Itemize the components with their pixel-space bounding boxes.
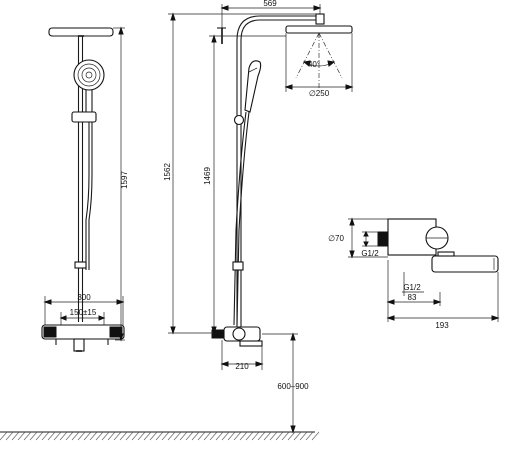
front-thermostatic-mixer bbox=[41, 324, 125, 352]
side-hose bbox=[233, 111, 250, 326]
hatch-line bbox=[119, 431, 128, 441]
side-view: 40° ∅250 569 bbox=[163, 0, 354, 434]
hatch-line bbox=[215, 431, 224, 441]
side-spray-angle: 40° bbox=[295, 32, 343, 88]
hatch-line bbox=[65, 431, 74, 441]
hatch-line bbox=[233, 431, 242, 441]
front-overhead-shower-head bbox=[48, 27, 114, 37]
hatch-line bbox=[179, 431, 188, 441]
hatch-line bbox=[161, 431, 170, 441]
mixer-detail-view: ∅70 G1/2 G1/2 83 bbox=[328, 217, 500, 330]
hatch-line bbox=[143, 431, 152, 441]
dim-head-diameter: ∅250 bbox=[284, 33, 354, 98]
dim-install-height-label: 600–900 bbox=[277, 382, 309, 391]
hatch-line bbox=[83, 431, 92, 441]
hatch-line bbox=[47, 431, 56, 441]
dim-column-height: 1562 bbox=[163, 12, 318, 335]
hatch-line bbox=[71, 431, 80, 441]
floor-hatching bbox=[0, 431, 320, 441]
hatch-line bbox=[311, 431, 320, 441]
side-mixer bbox=[211, 326, 263, 347]
hatch-line bbox=[251, 431, 260, 441]
hatch-line bbox=[59, 431, 68, 441]
hatch-line bbox=[11, 431, 20, 441]
hatch-line bbox=[263, 431, 272, 441]
dim-arm-length-label: 569 bbox=[263, 0, 277, 8]
hatch-line bbox=[137, 431, 146, 441]
side-slider bbox=[233, 114, 245, 126]
dim-mixer-depth: 83 bbox=[386, 260, 442, 322]
dim-pipe-centers-label: 150±15 bbox=[70, 308, 97, 317]
hatch-line bbox=[275, 431, 284, 441]
spray-angle-label: 40° bbox=[308, 60, 320, 69]
hatch-line bbox=[281, 431, 290, 441]
dim-spout-projection: 210 bbox=[220, 340, 264, 371]
hatch-line bbox=[221, 431, 230, 441]
hatch-line bbox=[125, 431, 134, 441]
hatch-line bbox=[101, 431, 110, 441]
dim-total-height: 1597 bbox=[113, 26, 129, 342]
front-wall-bracket bbox=[74, 261, 87, 269]
hatch-line bbox=[23, 431, 32, 441]
dim-mixer-total-depth-label: 193 bbox=[435, 321, 449, 330]
dim-mixer-depth-label: 83 bbox=[408, 293, 417, 302]
dim-install-height: 600–900 bbox=[262, 332, 309, 434]
dim-shower-head-height: 1469 bbox=[203, 34, 286, 335]
hatch-line bbox=[299, 431, 308, 441]
hatch-line bbox=[209, 431, 218, 441]
dim-arm-length: 569 bbox=[220, 0, 322, 32]
side-hand-shower bbox=[244, 60, 262, 113]
hatch-line bbox=[197, 431, 206, 441]
hatch-line bbox=[185, 431, 194, 441]
hatch-line bbox=[293, 431, 302, 441]
hatch-line bbox=[191, 431, 200, 441]
hatch-line bbox=[269, 431, 278, 441]
dim-thread-bottom: G1/2 bbox=[402, 272, 424, 296]
dim-shower-head-height-label: 1469 bbox=[203, 167, 212, 185]
dim-mixer-body-diameter-label: ∅70 bbox=[328, 234, 344, 243]
hatch-line bbox=[245, 431, 254, 441]
hatch-line bbox=[95, 431, 104, 441]
hatch-line bbox=[107, 431, 116, 441]
hatch-line bbox=[173, 431, 182, 441]
hatch-line bbox=[305, 431, 314, 441]
hatch-line bbox=[41, 431, 50, 441]
front-hose bbox=[85, 122, 93, 270]
hatch-line bbox=[77, 431, 86, 441]
dim-thread-side: G1/2 bbox=[361, 230, 379, 258]
dim-thread-side-label: G1/2 bbox=[361, 249, 379, 258]
dim-mixer-width-label: 300 bbox=[77, 293, 91, 302]
hatch-line bbox=[53, 431, 62, 441]
hatch-line bbox=[155, 431, 164, 441]
hatch-line bbox=[0, 431, 8, 441]
dim-head-diameter-label: ∅250 bbox=[309, 89, 330, 98]
front-slider-bracket bbox=[71, 111, 97, 123]
hatch-line bbox=[167, 431, 176, 441]
front-hand-shower bbox=[73, 59, 105, 112]
hatch-line bbox=[203, 431, 212, 441]
hatch-line bbox=[113, 431, 122, 441]
hatch-line bbox=[17, 431, 26, 441]
dim-thread-bottom-label: G1/2 bbox=[403, 283, 421, 292]
hatch-line bbox=[227, 431, 236, 441]
dim-column-height-label: 1562 bbox=[163, 163, 172, 181]
dim-spout-projection-label: 210 bbox=[235, 362, 249, 371]
hatch-line bbox=[35, 431, 44, 441]
dim-pipe-centers: 150±15 bbox=[59, 308, 106, 325]
hatch-line bbox=[131, 431, 140, 441]
hatch-line bbox=[5, 431, 14, 441]
hatch-line bbox=[287, 431, 296, 441]
dim-mixer-total-depth: 193 bbox=[386, 272, 500, 330]
dim-total-height-label: 1597 bbox=[120, 171, 129, 189]
hatch-line bbox=[257, 431, 266, 441]
hatch-line bbox=[29, 431, 38, 441]
front-view: 1597 300 150±15 bbox=[41, 26, 129, 352]
hatch-line bbox=[149, 431, 158, 441]
dim-mixer-body-diameter: ∅70 bbox=[328, 217, 388, 259]
hatch-line bbox=[89, 431, 98, 441]
hatch-line bbox=[239, 431, 248, 441]
dim-mixer-width: 300 bbox=[43, 293, 125, 325]
side-wall-bracket bbox=[232, 261, 244, 271]
